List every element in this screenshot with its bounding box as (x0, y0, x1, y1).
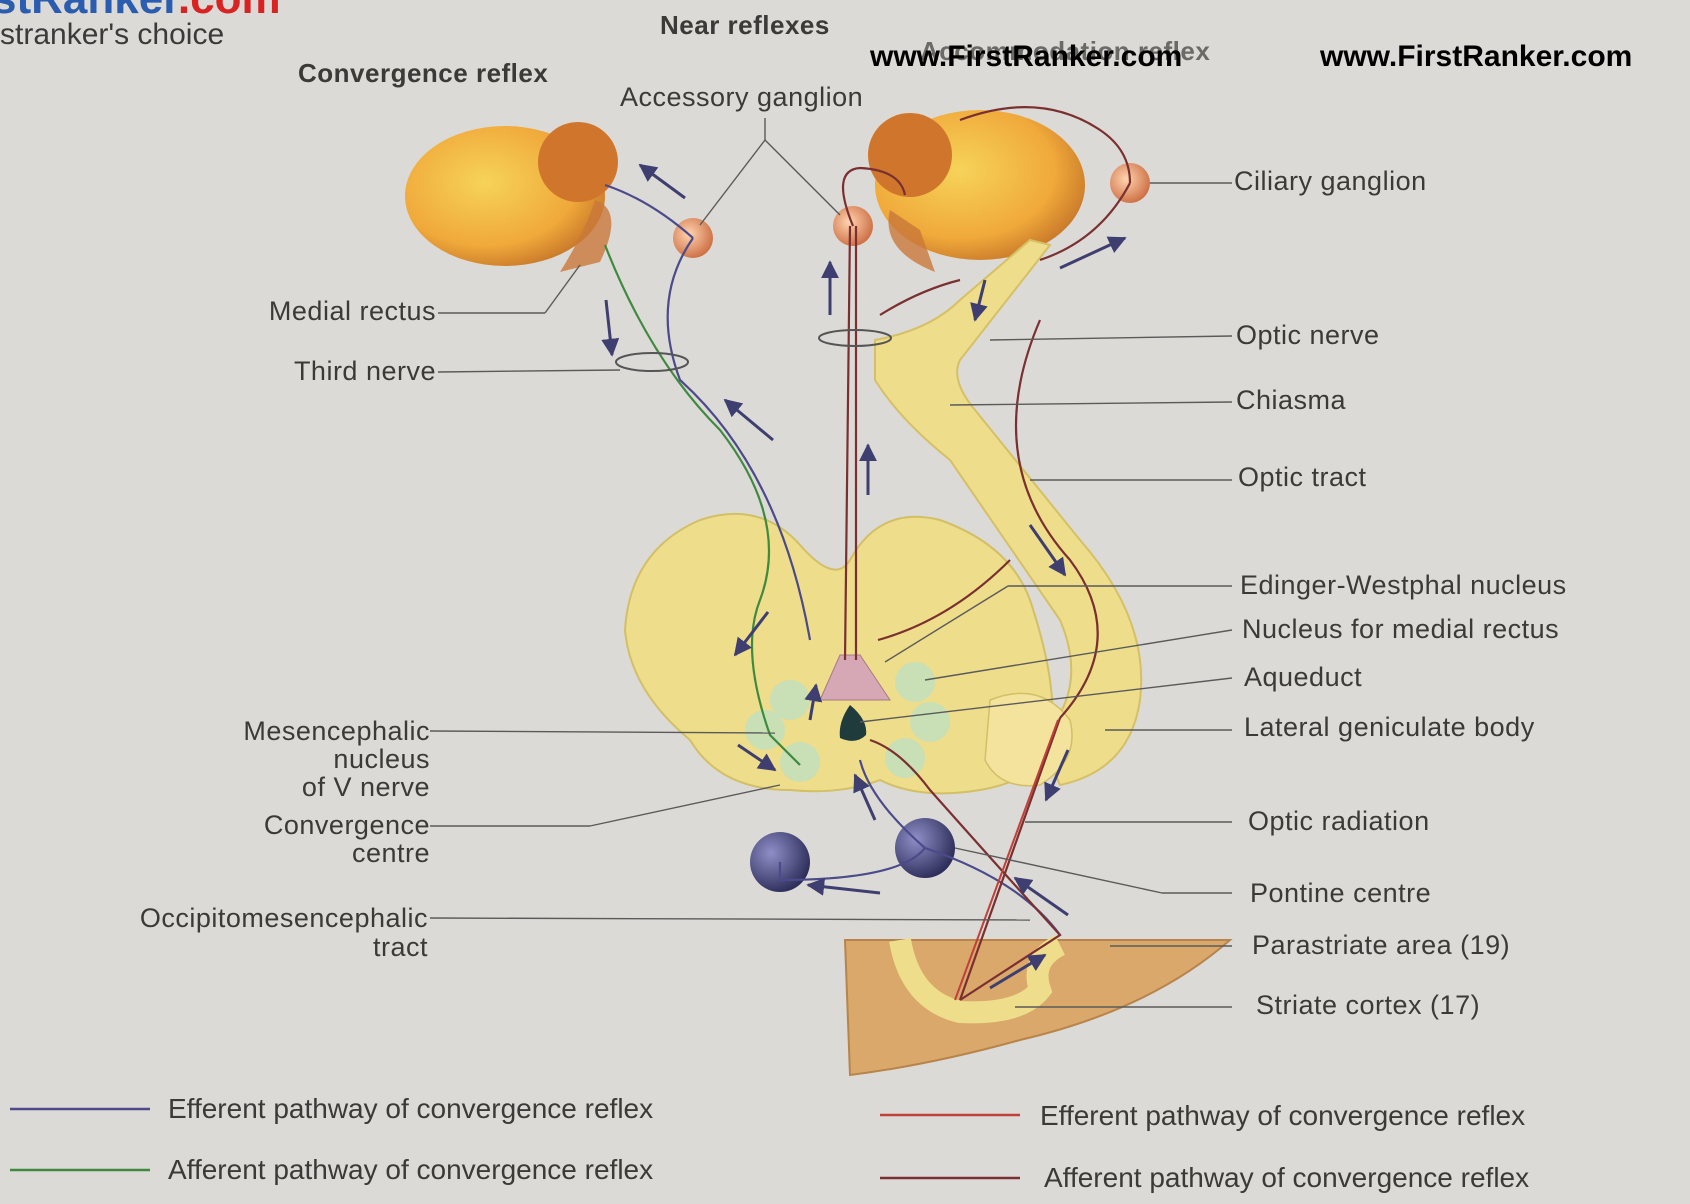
occipito-label-1: Occipitomesencephalic (140, 903, 428, 934)
chiasma-label: Chiasma (1236, 385, 1346, 416)
aqueduct-label: Aqueduct (1244, 662, 1362, 693)
third-nerve-ring (616, 353, 688, 371)
occipito-label-2: tract (373, 932, 428, 963)
mesencephalic-label-3: of V nerve (302, 772, 430, 803)
edinger-westphal-label: Edinger-Westphal nucleus (1240, 570, 1567, 601)
legend-text-4: Afferent pathway of convergence reflex (1044, 1162, 1529, 1194)
near-reflexes-heading: Near reflexes (660, 10, 830, 41)
optic-tract-label: Optic tract (1238, 462, 1367, 493)
mesencephalic-label-1: Mesencephalic (243, 716, 430, 747)
mesencephalic-label-2: nucleus (333, 744, 430, 775)
convergence-reflex-heading: Convergence reflex (298, 58, 548, 89)
parastriate-label: Parastriate area (19) (1252, 930, 1510, 961)
pontine-centre-label: Pontine centre (1250, 878, 1431, 909)
nucleus-medial-rectus-label: Nucleus for medial rectus (1242, 614, 1559, 645)
optic-radiation-label: Optic radiation (1248, 806, 1430, 837)
ciliary-ganglion-label: Ciliary ganglion (1234, 166, 1427, 197)
optic-nerve-label: Optic nerve (1236, 320, 1380, 351)
medial-rectus-label: Medial rectus (269, 296, 436, 327)
striate-label: Striate cortex (17) (1256, 990, 1480, 1021)
right-eye (868, 110, 1085, 272)
convergence-centre-label-1: Convergence (264, 810, 430, 841)
legend-text-1: Efferent pathway of convergence reflex (168, 1093, 653, 1125)
watermark-center: www.FirstRanker.com (870, 40, 1182, 74)
left-eye (405, 122, 618, 272)
legend-text-3: Efferent pathway of convergence reflex (1040, 1100, 1525, 1132)
legend-text-2: Afferent pathway of convergence reflex (168, 1154, 653, 1186)
third-nerve-label: Third nerve (294, 356, 436, 387)
accessory-ganglion-label: Accessory ganglion (620, 82, 863, 113)
convergence-centre-label-2: centre (352, 838, 430, 869)
lateral-geniculate-label: Lateral geniculate body (1244, 712, 1535, 743)
watermark-right: www.FirstRanker.com (1320, 40, 1632, 74)
